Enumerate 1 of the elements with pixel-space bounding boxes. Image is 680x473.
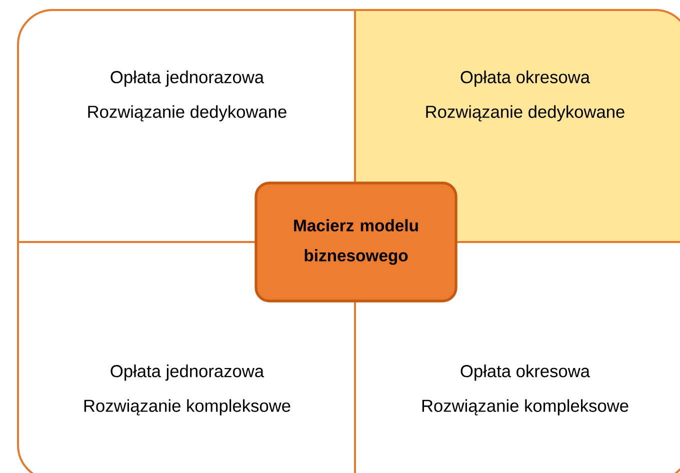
- center-box: Macierz modelu biznesowego: [254, 182, 458, 302]
